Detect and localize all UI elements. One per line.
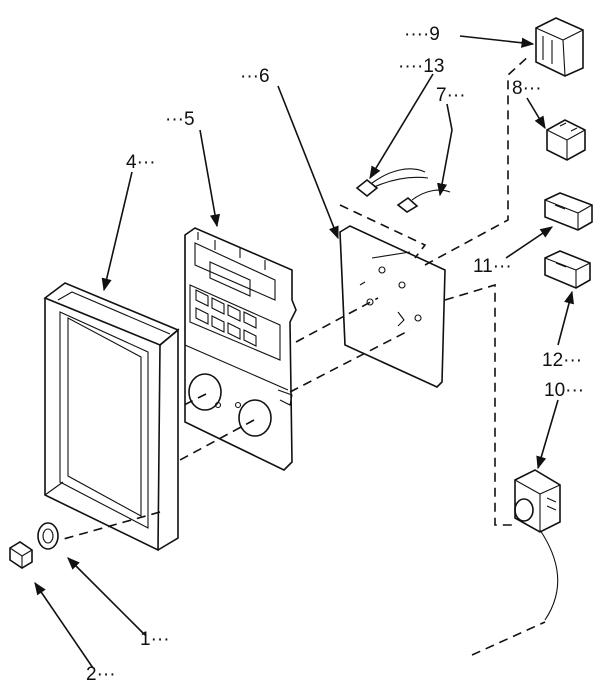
callout-11: 11··· [473,256,512,277]
callout-10: 10··· [544,380,584,401]
fuse-block-part-11 [544,192,593,231]
assembly-lines [59,54,546,656]
wire-lead-part-7 [396,189,451,213]
callout-6: ···6 [240,66,270,87]
callout-2: 2··· [86,664,116,685]
callout-labels: 1··· 2··· 4··· ···5 ···6 7··· 8··· ····9… [86,24,584,685]
knob-part-2 [9,541,33,569]
relay-part-8 [546,119,586,161]
callout-5: ···5 [165,109,195,130]
callout-9: ····9 [404,24,440,45]
leader-arrows [34,35,575,669]
fuse-block-part-12 [544,250,591,289]
callout-7: 7··· [436,85,466,106]
callout-13: ····13 [398,56,444,77]
callout-4: 4··· [126,152,156,173]
callout-1: 1··· [140,629,170,650]
callout-8: 8··· [512,78,542,99]
callout-12: 12··· [542,350,582,371]
connector-part-9 [535,17,584,77]
timer-motor-part-10 [514,469,561,621]
ring-part-1 [37,522,59,550]
door-frame-part [43,282,180,552]
wire-lead-part-13 [355,168,429,198]
circuit-board-part [339,225,446,388]
control-panel-part [184,227,297,471]
